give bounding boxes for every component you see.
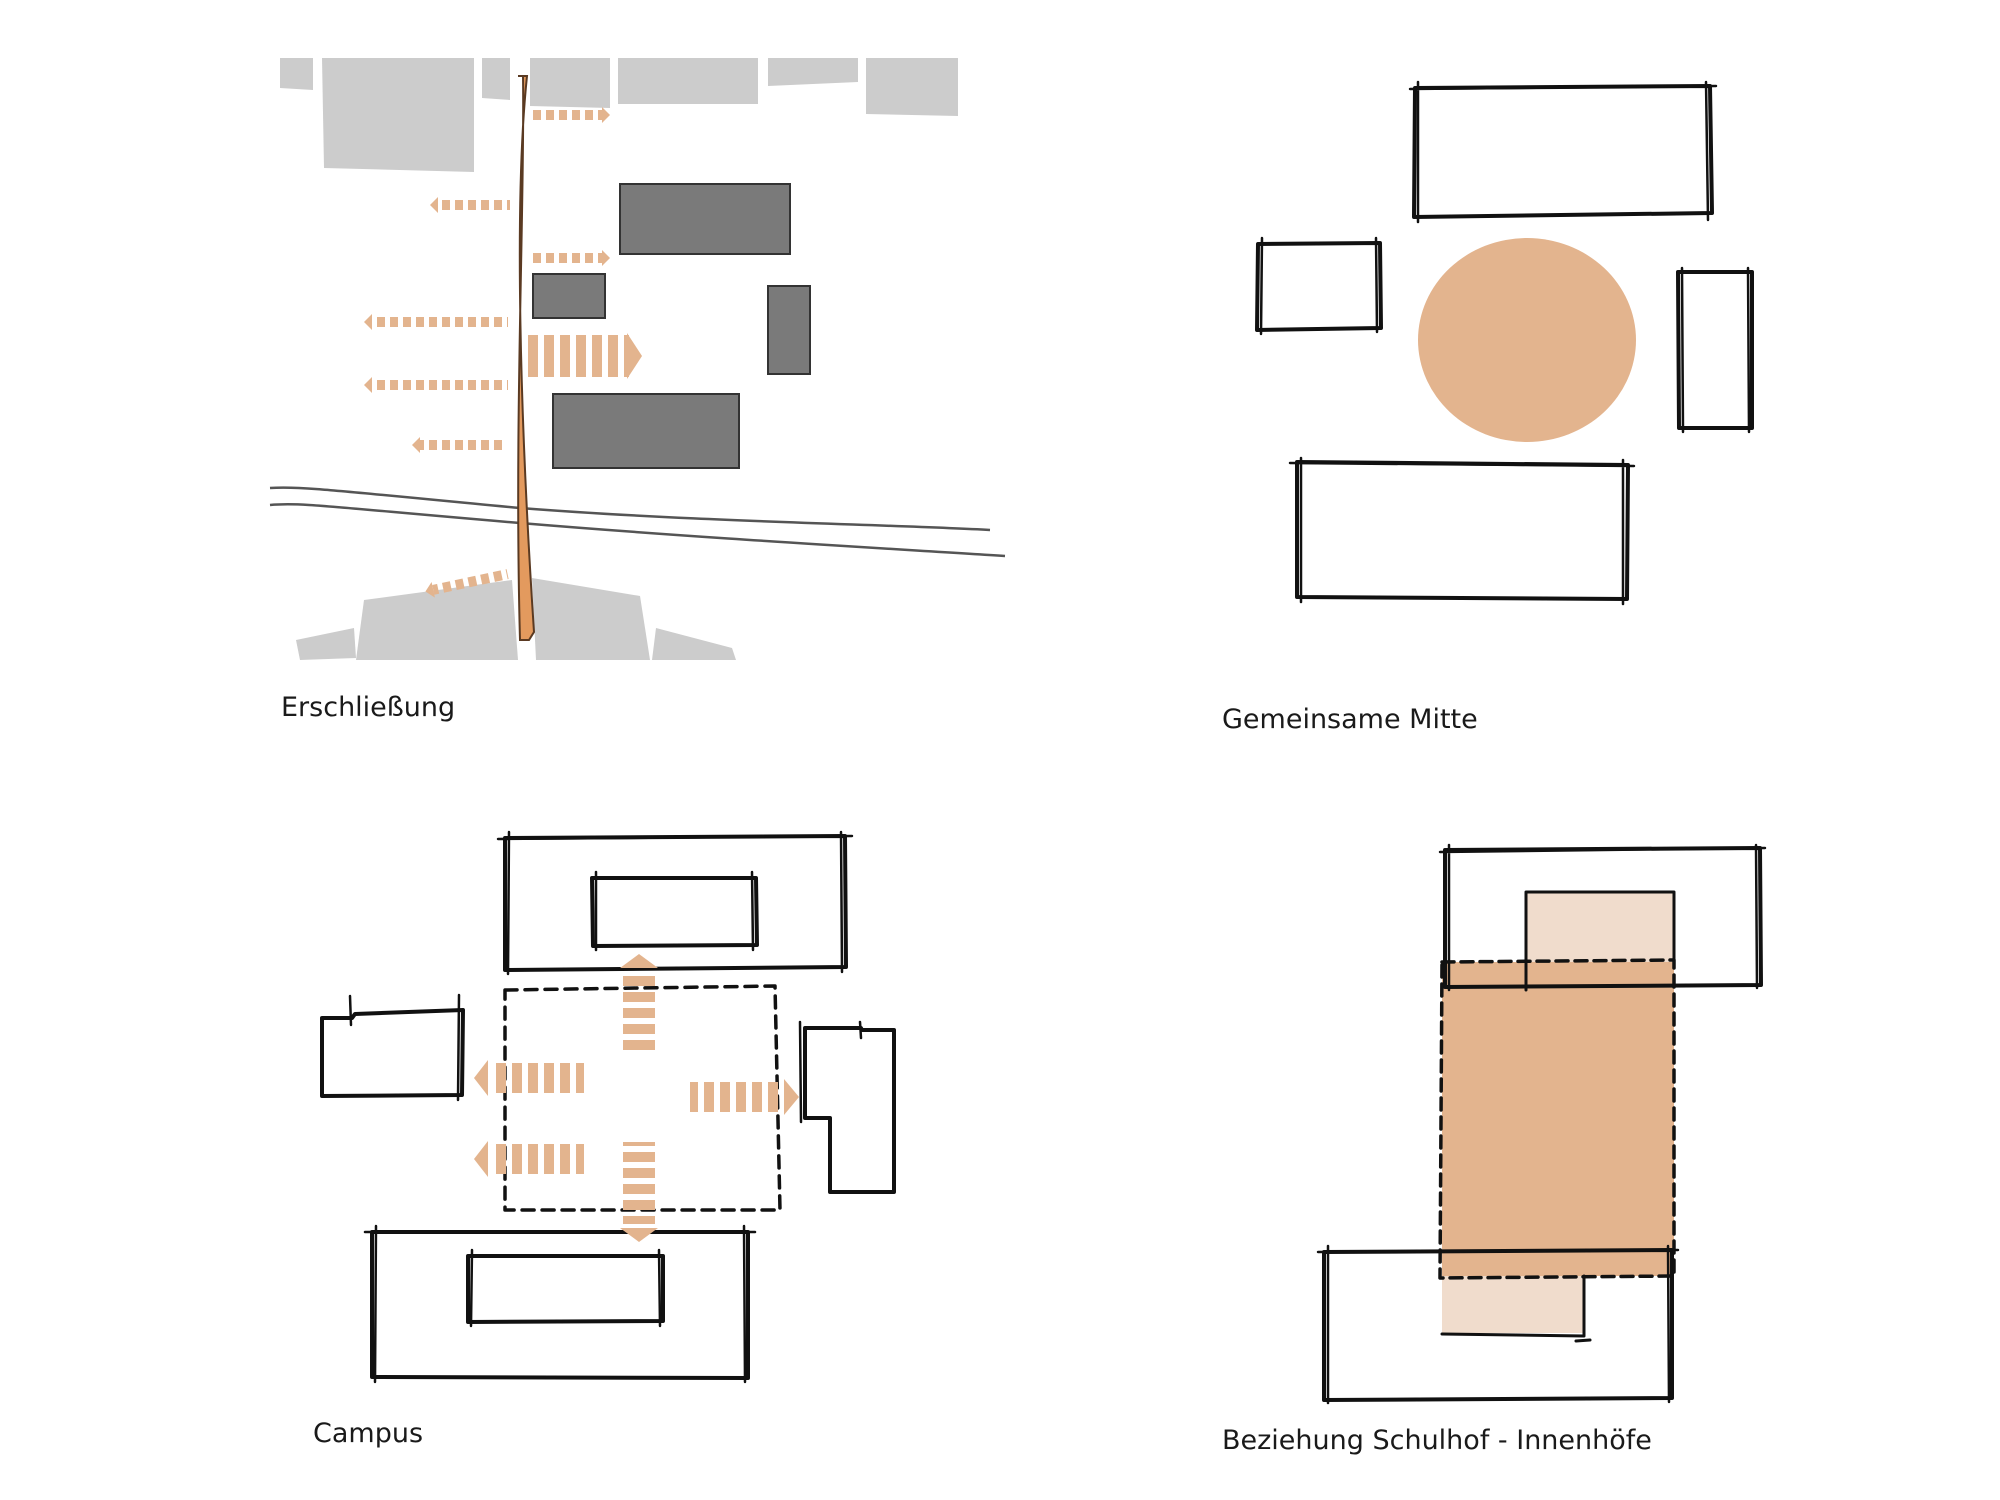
arrow-west-4 <box>412 437 506 453</box>
inner-court-south-outline <box>1440 1274 1592 1343</box>
building-south <box>1295 460 1630 601</box>
campus-diagram <box>320 830 896 1384</box>
building-north <box>1412 84 1714 219</box>
caption-campus: Campus <box>313 1418 424 1449</box>
inner-court-north <box>1526 892 1674 962</box>
context-buildings-north <box>280 58 958 172</box>
arrow-east <box>690 1079 799 1115</box>
arrow-south <box>620 1142 658 1242</box>
campus-boundary <box>503 984 782 1212</box>
building-north-court <box>590 876 759 948</box>
inner-court-south <box>1442 1276 1584 1333</box>
arrow-east-2 <box>530 250 610 266</box>
arrow-east-top <box>530 107 610 123</box>
arrow-west-3 <box>364 377 508 393</box>
beziehung-diagram <box>1316 843 1767 1405</box>
main-path <box>517 75 536 641</box>
building-north-outer <box>503 834 848 972</box>
school-buildings <box>532 183 811 469</box>
building-south-court <box>466 1254 665 1324</box>
building-east <box>1676 270 1754 430</box>
arrow-west-1 <box>430 197 510 213</box>
common-center <box>1418 238 1636 442</box>
building-west <box>1255 241 1383 332</box>
inner-court-north-outline <box>1524 890 1676 992</box>
access-arrows <box>364 107 642 598</box>
arrow-north <box>620 954 658 1056</box>
arrow-southwest <box>425 569 509 598</box>
arrow-west-upper <box>474 1060 584 1096</box>
campus-arrows <box>474 954 799 1242</box>
caption-erschliessung: Erschließung <box>281 692 456 723</box>
caption-gemeinsame-mitte: Gemeinsame Mitte <box>1222 704 1478 735</box>
schoolyard-boundary <box>1438 958 1676 1280</box>
building-east <box>803 1026 896 1194</box>
building-west <box>320 1008 465 1098</box>
schoolyard <box>1442 962 1674 1276</box>
building-south-outer <box>370 1230 750 1380</box>
arrow-west-2 <box>364 314 508 330</box>
road <box>269 486 1006 558</box>
context-buildings-south <box>296 578 736 660</box>
gemeinsame-mitte-diagram <box>1255 80 1754 606</box>
arrow-west-lower <box>474 1141 584 1177</box>
arrow-east-main <box>525 333 642 379</box>
erschliessung-diagram <box>269 58 1006 660</box>
caption-beziehung: Beziehung Schulhof - Innenhöfe <box>1222 1425 1652 1456</box>
